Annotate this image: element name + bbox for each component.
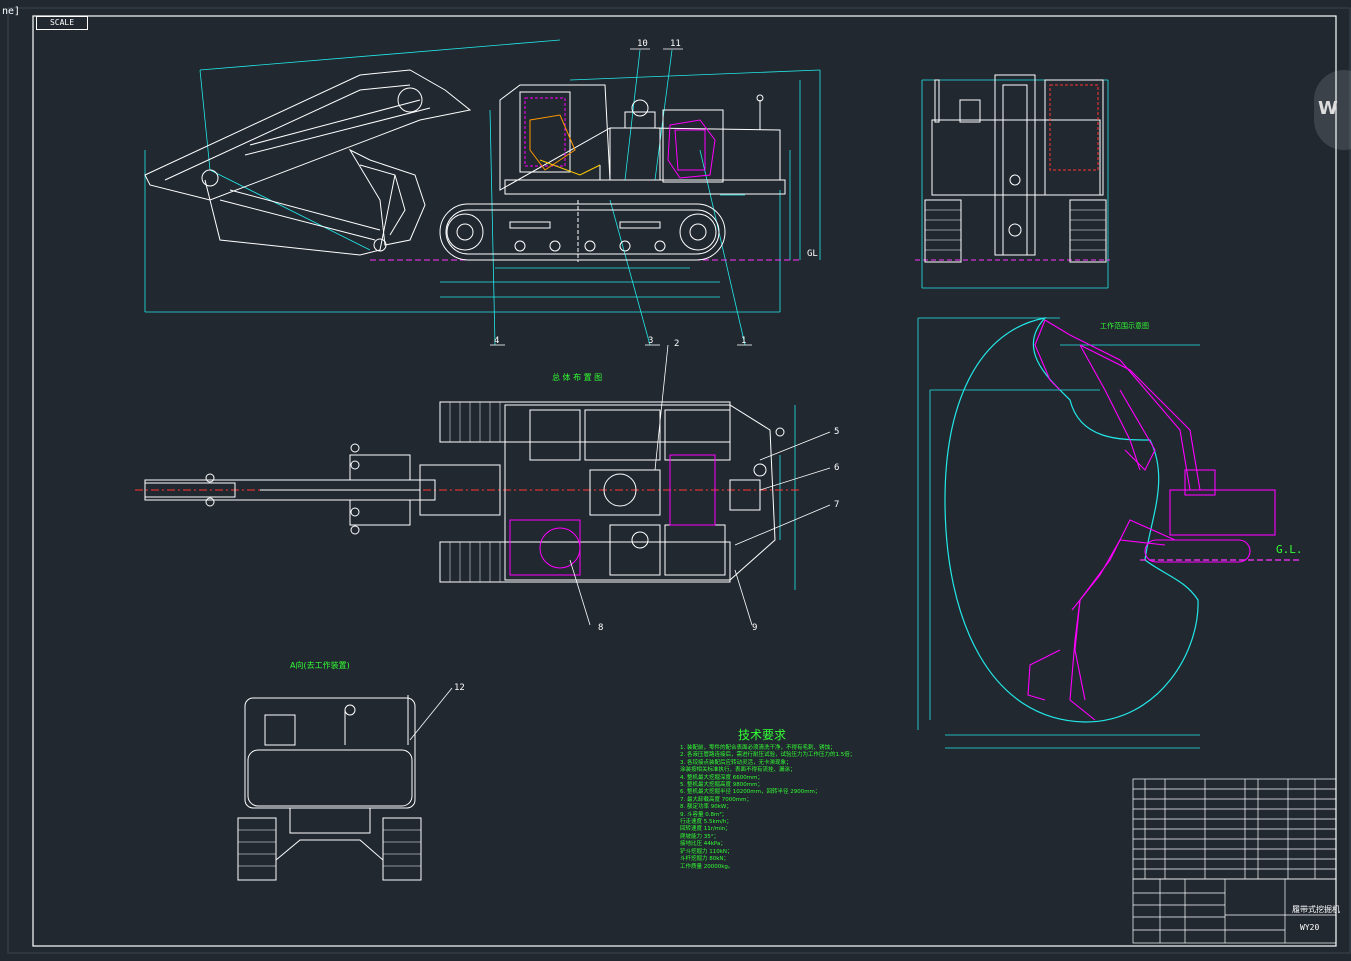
- rear-view: [237, 687, 453, 881]
- watermark-text: W: [1318, 98, 1338, 119]
- note-line: 1. 装配前，零件的配合表面必须清洗干净，不得有毛刺、锈蚀；: [680, 745, 836, 751]
- rear-view-title: A向(去工作装置): [290, 660, 350, 670]
- front-view: [915, 74, 1110, 289]
- note-line: 7. 最大卸载高度 7000mm；: [680, 796, 752, 803]
- side-ground-label: GL: [807, 249, 818, 259]
- side-item-4: 4: [494, 336, 499, 346]
- top-view-title: 总 体 布 置 图: [552, 372, 602, 382]
- side-view: [144, 39, 821, 346]
- envelope-ground-label: G.L.: [1276, 543, 1303, 556]
- note-line: 接地比压 44kPa；: [680, 841, 726, 848]
- side-view-highlights: [529, 114, 716, 179]
- top-item-2: 2: [674, 339, 679, 349]
- drawing-code: WY20: [1300, 923, 1319, 932]
- top-item-7: 7: [834, 500, 839, 510]
- drawing-frame: [32, 15, 1337, 947]
- drawing-name: 履带式挖掘机: [1292, 904, 1340, 914]
- note-line: 8. 额定功率 90kW；: [680, 804, 732, 811]
- sheet-tag: SCALE: [36, 16, 88, 30]
- side-item-1: 1: [741, 336, 746, 346]
- side-item-3: 3: [648, 336, 653, 346]
- technical-notes: 1. 装配前，零件的配合表面必须清洗干净，不得有毛刺、锈蚀；2. 各液压管路连接…: [680, 745, 920, 871]
- envelope-title: 工作范围示意图: [1100, 321, 1149, 330]
- working-envelope: [917, 317, 1300, 749]
- note-line: 工作质量 20000kg。: [680, 863, 734, 870]
- watermark-badge: W: [1314, 70, 1351, 150]
- top-item-8: 8: [598, 623, 603, 633]
- top-view-balloons: [569, 344, 831, 626]
- note-line: 涂装按相关标准执行，表面不得有流挂、漏涂；: [680, 767, 796, 774]
- note-line: 9. 斗容量 0.8m³；: [680, 811, 728, 818]
- notes-title: 技术要求: [738, 728, 786, 742]
- top-item-9: 9: [752, 623, 757, 633]
- note-line: 爬坡能力 35°；: [680, 833, 719, 840]
- side-item-11: 11: [670, 39, 681, 49]
- note-line: 5. 整机最大挖掘高度 9800mm；: [680, 782, 763, 789]
- side-item-10: 10: [637, 39, 648, 49]
- note-line: 6. 整机最大挖掘半径 10200mm，回转半径 2900mm；: [680, 789, 821, 796]
- note-line: 行走速度 5.5km/h；: [680, 819, 732, 826]
- top-item-5: 5: [834, 427, 839, 437]
- top-view: [135, 401, 800, 590]
- note-line: 2. 各液压管路连接后，需进行耐压试验，试验压力为工作压力的1.5倍；: [680, 752, 856, 759]
- window-edge-label: ne]: [2, 6, 21, 17]
- rear-item-12: 12: [454, 683, 465, 693]
- note-line: 3. 各铰接点装配后应转动灵活，无卡滞现象；: [680, 759, 792, 766]
- side-view-balloons: [490, 48, 752, 346]
- top-item-6: 6: [834, 463, 839, 473]
- drawing-frame-outer: [7, 7, 1351, 954]
- note-line: 斗杆挖掘力 80kN；: [680, 856, 730, 863]
- note-line: 回转速度 11r/min；: [680, 826, 731, 833]
- note-line: 铲斗挖掘力 110kN；: [680, 848, 733, 855]
- note-line: 4. 整机最大挖掘深度 6600mm；: [680, 774, 763, 781]
- bom-table: [1132, 778, 1337, 944]
